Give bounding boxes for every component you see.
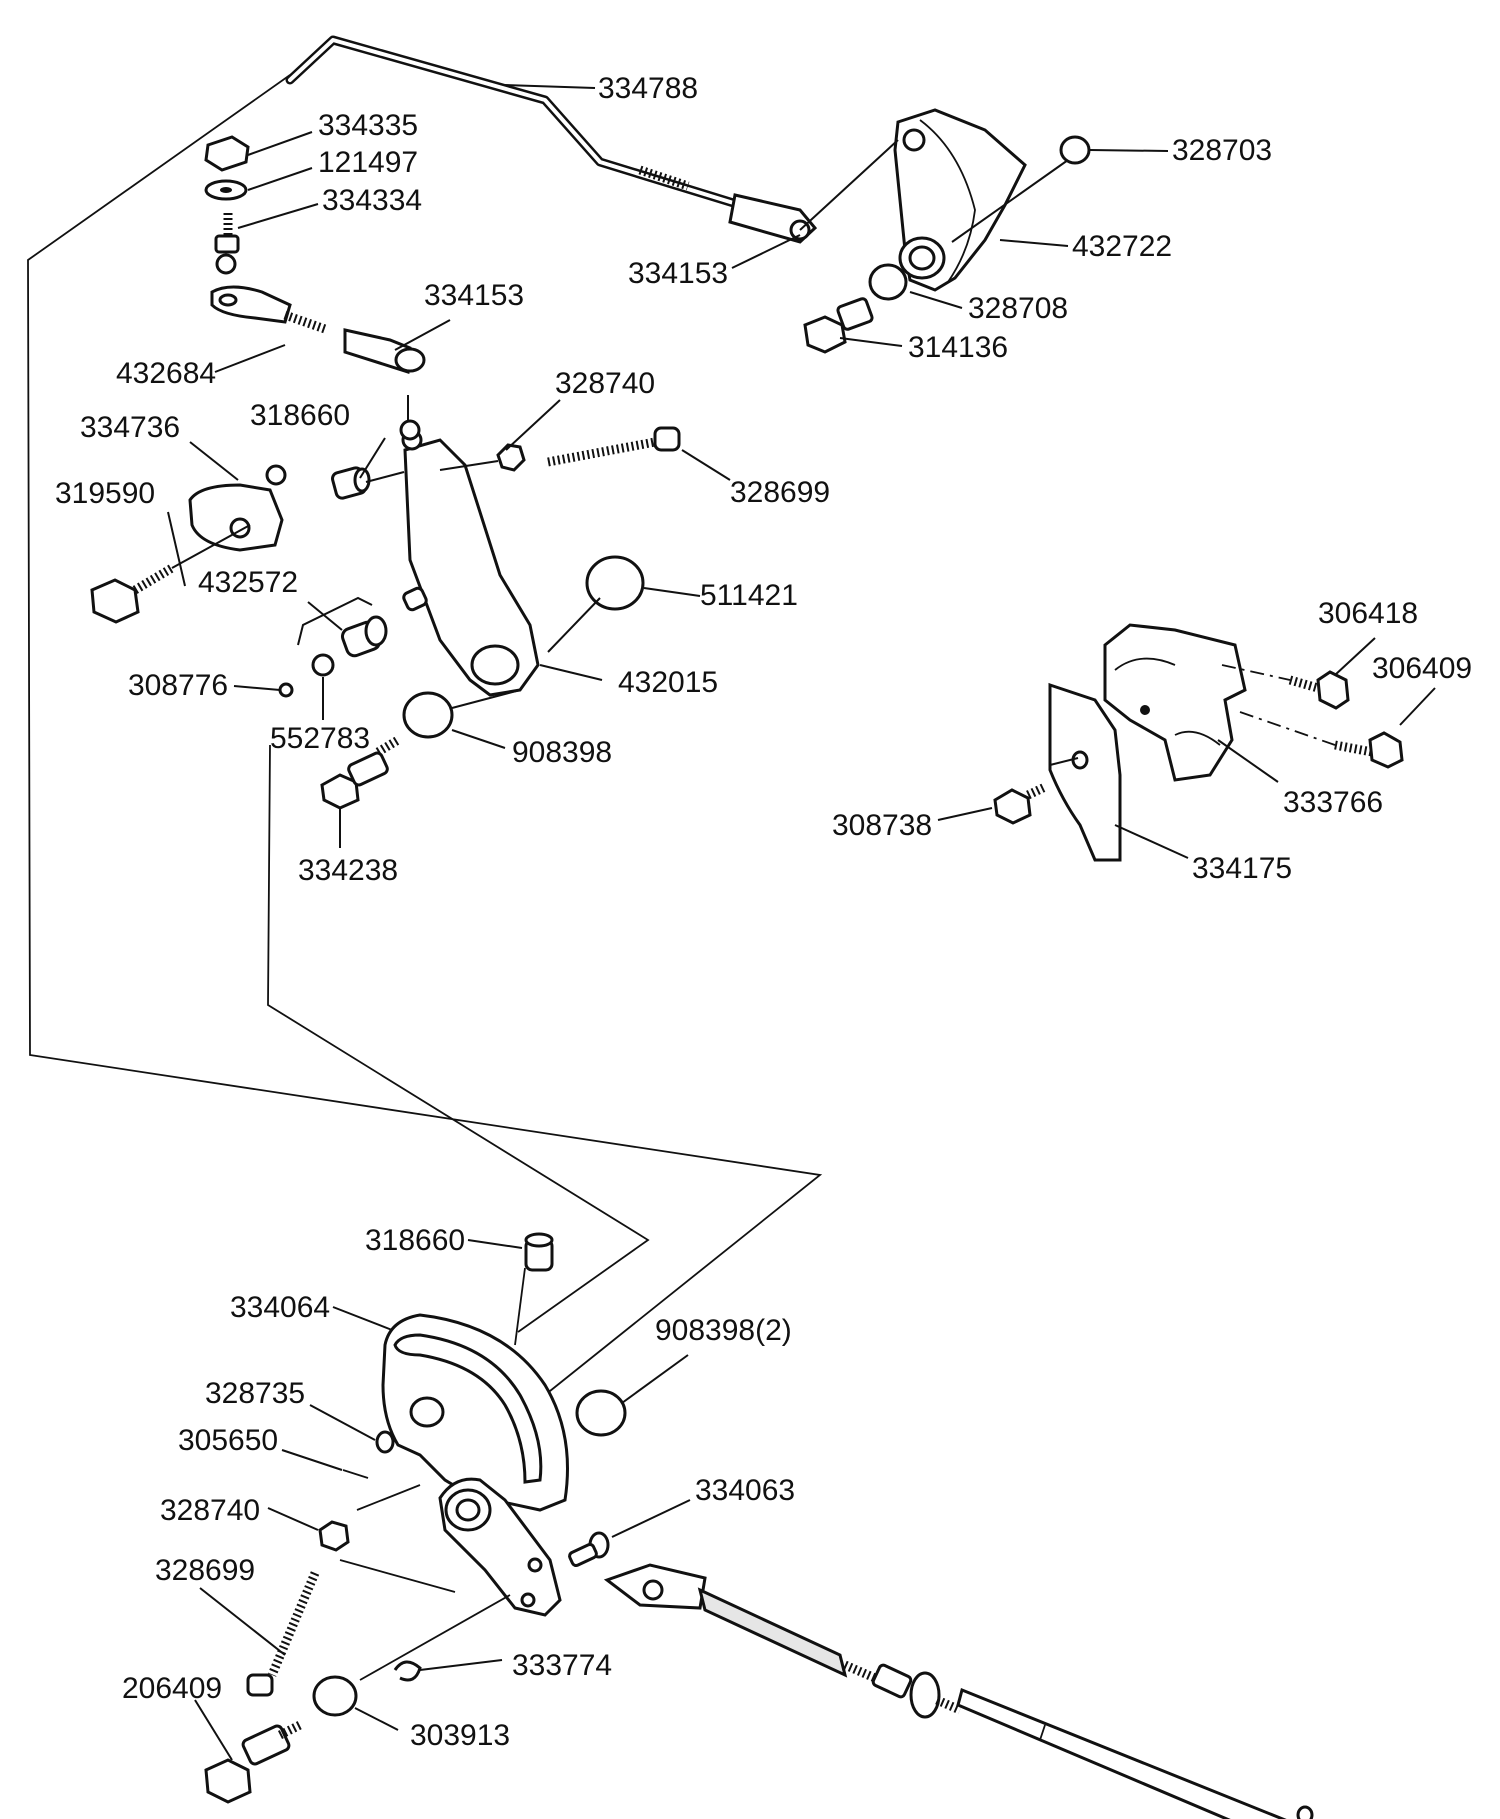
shift-arm <box>438 1477 562 1617</box>
assembly-grouping-lines <box>27 74 823 1396</box>
bushing-432572 <box>340 586 428 658</box>
control-cable <box>603 1563 1314 1819</box>
washer-511421 <box>585 555 645 611</box>
clip-333774 <box>393 1660 422 1682</box>
label-328699-upper: 328699 <box>730 476 830 509</box>
washer-908398 <box>402 691 454 739</box>
lever-432015 <box>401 429 540 697</box>
clamp-333766 <box>1103 623 1247 782</box>
label-432722: 432722 <box>1072 230 1172 263</box>
screw-328699-lower <box>246 1571 320 1697</box>
clip-308776 <box>278 682 294 698</box>
label-334788: 334788 <box>598 72 698 105</box>
label-908398-2: 908398(2) <box>655 1314 792 1347</box>
sector-plate-334064 <box>381 1313 569 1512</box>
label-206409: 206409 <box>122 1672 222 1705</box>
bolt-306418 <box>1221 664 1350 710</box>
label-334064: 334064 <box>230 1291 330 1324</box>
washer-303913 <box>312 1675 358 1717</box>
label-328708: 328708 <box>968 292 1068 325</box>
bolt-319590 <box>90 564 175 624</box>
label-334334: 334334 <box>322 184 422 217</box>
label-511421: 511421 <box>700 579 798 612</box>
bolt-334238 <box>320 736 401 810</box>
label-334736: 334736 <box>80 411 180 444</box>
label-328703: 328703 <box>1172 134 1272 167</box>
label-308738: 308738 <box>832 809 932 842</box>
rod-334788 <box>285 35 745 210</box>
label-308776: 308776 <box>128 669 228 702</box>
rod-end-upper <box>728 193 818 244</box>
label-334175: 334175 <box>1192 852 1292 885</box>
rod-end-middle <box>343 328 426 374</box>
label-432572: 432572 <box>198 566 298 599</box>
bolt-306409 <box>1239 711 1404 769</box>
label-121497: 121497 <box>318 146 418 179</box>
cap-318660-upper <box>330 466 371 500</box>
label-328740-lower: 328740 <box>160 1494 260 1527</box>
screw-328699-upper <box>547 426 681 467</box>
ball-stud <box>399 419 421 441</box>
label-552783: 552783 <box>270 722 370 755</box>
washer-552783 <box>311 653 335 677</box>
washer-908398-2 <box>575 1389 627 1437</box>
label-908398: 908398 <box>512 736 612 769</box>
label-328740-upper: 328740 <box>555 367 655 400</box>
bracket-plate-334175 <box>1048 682 1122 862</box>
bolt-206409 <box>204 1720 303 1804</box>
label-432684: 432684 <box>116 357 216 390</box>
label-432015: 432015 <box>618 666 718 699</box>
label-305650: 305650 <box>178 1424 278 1457</box>
leader-lines <box>167 84 1436 1761</box>
label-303913: 303913 <box>410 1719 510 1752</box>
bellcrank-432722 <box>893 108 1027 292</box>
link-432684 <box>210 285 327 334</box>
washer-328735 <box>375 1430 395 1454</box>
washer-328708 <box>868 263 908 301</box>
label-306409: 306409 <box>1372 652 1472 685</box>
label-333774: 333774 <box>512 1649 612 1682</box>
label-314136: 314136 <box>908 331 1008 364</box>
pin-305650 <box>342 1469 369 1479</box>
label-328699-lower: 328699 <box>155 1554 255 1587</box>
bolt-314136 <box>803 297 874 354</box>
screw-308738 <box>993 782 1047 825</box>
part-labels: 334788 334335 121497 334334 328703 43272… <box>55 72 1472 1752</box>
label-334153-upper: 334153 <box>628 257 728 290</box>
pin-334063 <box>568 1531 610 1568</box>
label-333766: 333766 <box>1283 786 1383 819</box>
label-319590: 319590 <box>55 477 155 510</box>
label-334335: 334335 <box>318 109 418 142</box>
label-306418: 306418 <box>1318 597 1418 630</box>
washer-328703 <box>1059 135 1091 165</box>
label-318660-upper: 318660 <box>250 399 350 432</box>
label-328735: 328735 <box>205 1377 305 1410</box>
cam-334736 <box>188 464 287 552</box>
label-318660-lower: 318660 <box>365 1224 465 1257</box>
label-334238: 334238 <box>298 854 398 887</box>
nut-328740-lower <box>318 1520 350 1552</box>
cap-318660-lower <box>514 1232 554 1346</box>
nut-328740-upper <box>496 443 526 472</box>
label-334063: 334063 <box>695 1474 795 1507</box>
nut-washer-stud-stack <box>204 135 250 275</box>
label-334153-middle: 334153 <box>424 279 524 312</box>
